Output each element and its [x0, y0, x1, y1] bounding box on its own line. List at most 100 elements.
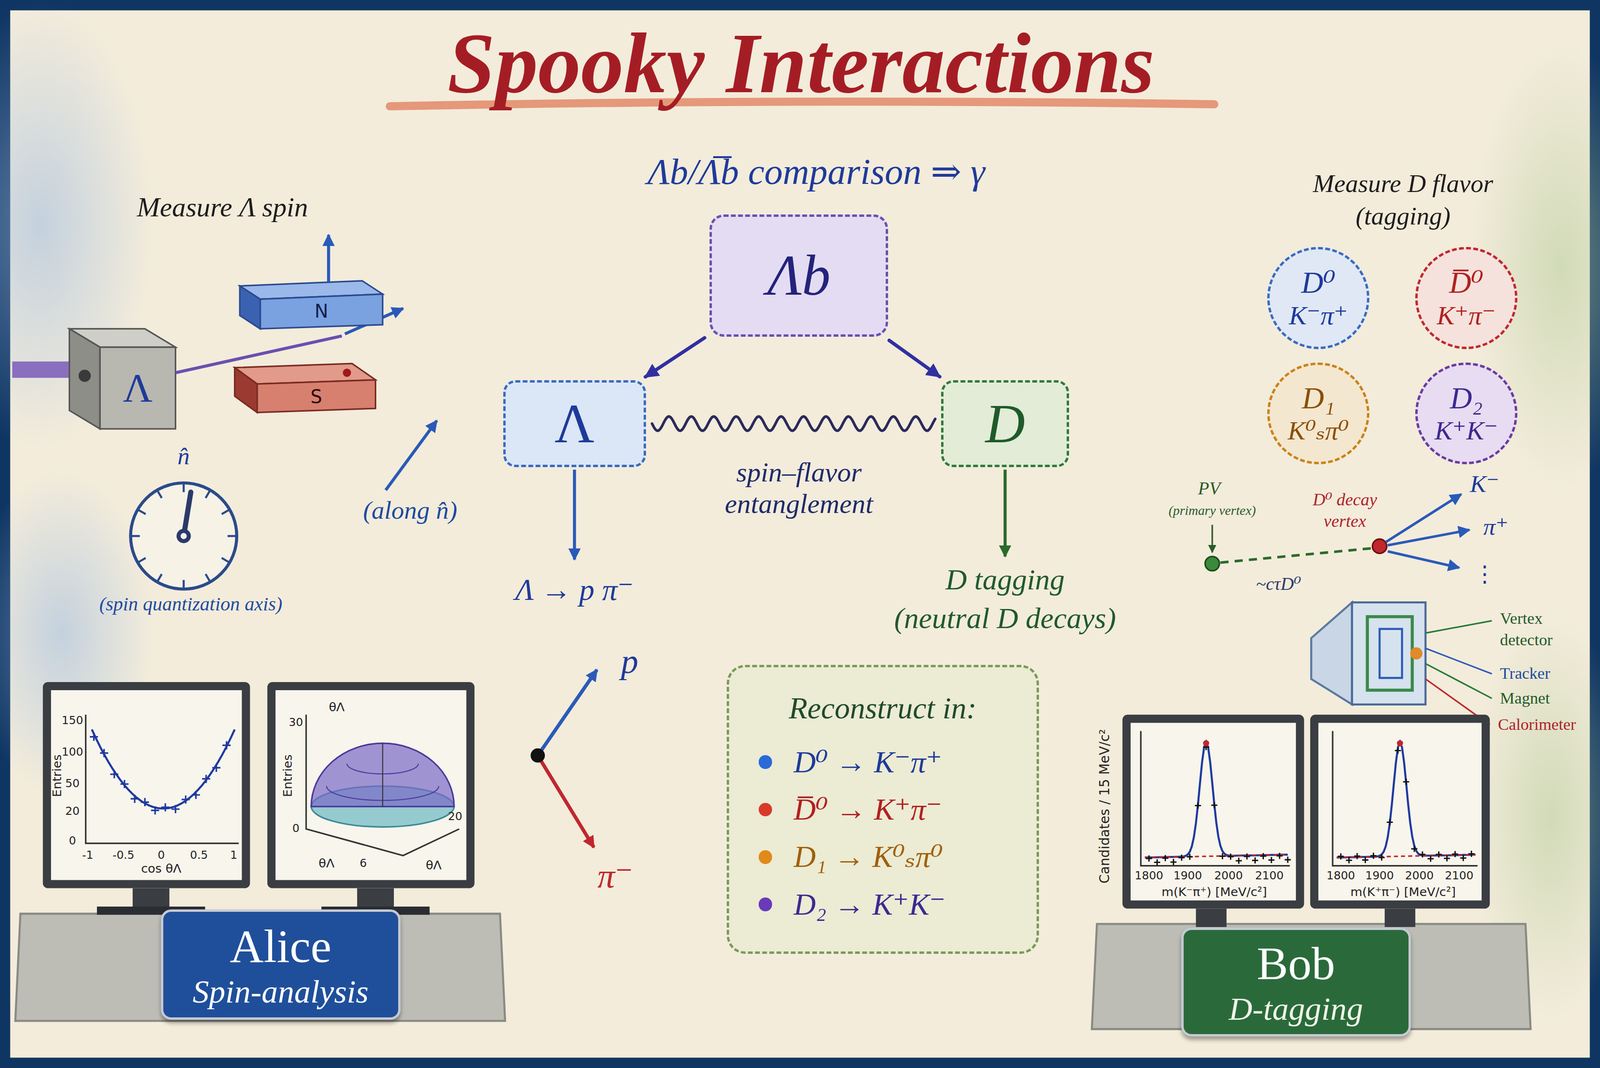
tick-label: 0 — [68, 834, 76, 848]
decay-arrow — [889, 340, 940, 377]
caption-note: (spin quantization axis) — [99, 593, 283, 616]
particle-label: π⁺ — [1483, 512, 1509, 541]
background-part — [10, 10, 1590, 1058]
bob-desk-part — [1140, 730, 1290, 866]
vertex-label: (primary vertex) — [1168, 502, 1257, 519]
tick-label: 0 — [157, 848, 165, 862]
alice-desk-part — [85, 714, 240, 843]
background-part — [0, 0, 154, 449]
data-point — [120, 779, 129, 788]
tick-label: 50 — [65, 777, 80, 791]
alice-desk-part — [306, 714, 460, 856]
decay-products-part — [530, 748, 545, 763]
part-name: Vertex — [1500, 608, 1543, 628]
spin-axis-dial — [130, 482, 237, 589]
list-item: D₁ → K⁰ₛπ⁰ — [755, 838, 944, 875]
data-point — [1195, 802, 1202, 809]
decay-label: Λ → p π⁻ — [515, 572, 634, 608]
particle-box: Λ — [503, 380, 647, 467]
detector-icon-part — [1425, 663, 1493, 699]
list-item: D̅⁰ → K⁺π⁻ — [755, 791, 943, 827]
tick-label: 2000 — [1214, 868, 1243, 882]
tick-label: 0 — [292, 822, 300, 836]
axis-title: θΛ — [318, 856, 335, 870]
data-point — [1337, 853, 1345, 860]
dial-tick — [138, 509, 146, 515]
cos-theta-plot — [89, 729, 235, 815]
alice-desk-part — [51, 689, 243, 880]
tick-label: 1900 — [1173, 868, 1203, 882]
entanglement-link — [652, 416, 936, 431]
dial-tick — [157, 490, 162, 499]
bob-desk-part — [1318, 722, 1482, 901]
data-point — [1386, 818, 1393, 826]
data-point — [201, 774, 211, 783]
tick-label: 20 — [65, 804, 80, 818]
dial-tick — [182, 579, 185, 588]
particle-label: K⁻ — [1470, 469, 1500, 498]
alice-desk — [15, 681, 506, 1021]
data-point — [1219, 852, 1226, 859]
node-text: Bob — [1256, 935, 1336, 990]
node-text: D₁ — [1302, 380, 1336, 416]
data-point — [1235, 857, 1242, 864]
decay-arrow — [645, 337, 705, 377]
d-tag-arrow — [1003, 469, 1007, 557]
node-text: Spin-analysis — [192, 972, 369, 1011]
data-point — [1186, 853, 1193, 860]
dial-tick — [131, 534, 140, 537]
data-point — [1468, 850, 1475, 857]
magnet-n-part — [260, 294, 383, 329]
flavor-circle: D̅⁰K⁺π⁻ — [1415, 246, 1518, 350]
data-point — [161, 803, 170, 812]
lambda-decay-arrow — [572, 469, 576, 560]
dial-tick — [205, 490, 211, 499]
panel-heading: Reconstruct in: — [788, 690, 977, 726]
section-heading: Measure Λ spin — [137, 191, 309, 223]
data-point — [1251, 857, 1259, 864]
data-point — [191, 790, 201, 799]
alice-desk-part — [267, 681, 475, 889]
node-text: Λ — [554, 392, 595, 456]
magnet-n — [239, 234, 383, 329]
vertex-sketch-part — [1372, 539, 1387, 554]
tick-label: 2000 — [1405, 868, 1434, 882]
detector-icon-part — [1425, 620, 1493, 634]
node-text: K⁻π⁺ — [1288, 300, 1348, 331]
magnet-n-part — [239, 286, 261, 329]
alice-desk-part — [381, 742, 383, 807]
magnet-s-part — [234, 367, 258, 413]
node-text: Alice — [229, 918, 332, 973]
section-heading: (tagging) — [1355, 201, 1451, 231]
data-point — [1451, 850, 1459, 858]
data-point — [1243, 853, 1251, 860]
tick-label: 150 — [61, 713, 84, 727]
bob-desk-part — [1196, 908, 1227, 927]
part-name: Calorimeter — [1497, 715, 1576, 734]
axis-title: Candidates / 15 MeV/c² — [1097, 729, 1113, 884]
spin-axis-dial-part — [176, 528, 191, 543]
data-point — [222, 741, 231, 750]
spin-axis-dial-part — [180, 532, 187, 540]
spin-analyzer-cube-part — [12, 361, 74, 378]
data-point — [1443, 855, 1451, 862]
tick-label: -0.5 — [112, 848, 135, 862]
name-plate: BobD-tagging — [1181, 927, 1411, 1036]
data-point — [1354, 852, 1361, 859]
node-text: K⁰ₛπ⁰ — [1287, 415, 1349, 446]
tick-label: 1 — [230, 848, 238, 862]
edge-label: spin–flavor entanglement — [681, 455, 917, 520]
detector-icon-part — [1352, 602, 1426, 705]
data-point — [99, 748, 108, 757]
magnet-s-part — [342, 368, 351, 377]
diagram-title: Spooky Interactions — [447, 13, 1155, 113]
axis-title: m(K⁻π⁺) [MeV/c²] — [1161, 884, 1268, 899]
magnet-s — [234, 363, 376, 413]
bob-desk-part — [1384, 908, 1416, 927]
data-point — [181, 794, 190, 804]
part-name: Magnet — [1500, 688, 1550, 708]
dial-tick — [221, 557, 229, 562]
dial-tick — [205, 573, 211, 582]
axis-symbol: n̂ — [177, 442, 191, 471]
